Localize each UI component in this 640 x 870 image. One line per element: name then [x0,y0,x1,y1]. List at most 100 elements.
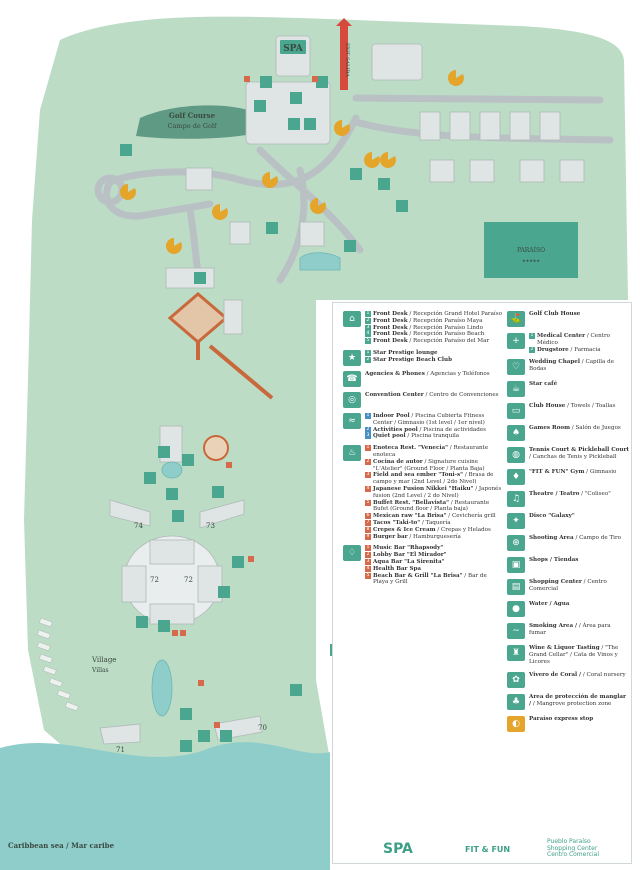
legend-title: Enoteca Rest. "Venecia" [373,445,449,452]
legend-title: Field and sea ember "Toni-s" [373,472,464,479]
legend-line: Area de protección de manglar / / Mangro… [529,694,629,708]
legend-entry: ●Water / Agua [507,601,629,618]
legend-entry: ▤Shopping Center / Centro Comercial [507,579,629,596]
legend-title: Vivero de Coral / [529,671,582,678]
village-villas [37,617,79,712]
legend-number-badge: 9 [365,533,371,540]
legend-title: Agencies & Phones [365,370,425,377]
hotel-sign-stars: ★★★★★ [522,258,540,263]
legend-line: Agencies & Phones / Agencias y Teléfonos [365,371,503,378]
legend-subtitle: / Área para fumar [529,623,611,637]
legend-title: Quiet pool [373,433,406,440]
legend-title: Beach Bar & Grill "La Brisa" [373,572,463,579]
building-number-72a: 72 [150,576,159,584]
legend-title: Lobby Bar "El Mirador" [373,552,447,559]
legend-subtitle: / Agencias y Teléfonos [424,370,490,377]
legend-entry: ☕Star café [507,381,629,398]
legend-title: Convention Center [365,391,424,398]
pueblo-brand: Pueblo Paraíso Shopping Center Centro Co… [547,838,599,858]
legend-line: "FIT & FUN" Gym / Gimnasio [529,469,629,476]
legend-number-badge: 3 [365,324,371,331]
legend-number-badge: 1 [365,412,371,419]
legend-subtitle: / Coral nursery [581,671,626,678]
legend-subtitle: / Japonés fusion (2nd Level / 2 do Nivel… [373,485,502,499]
legend-entry: ⛳Golf Club House [507,311,629,327]
legend-subtitle: / Restaurante enoteca [373,445,489,458]
legend-title: Health Bar Spa [373,565,422,572]
legend-entry: ♜Wine & Liquor Tasting / "The Grand Cell… [507,645,629,665]
legend-line: Wedding Chapel / Capilla de Bodas [529,359,629,373]
legend-subtitle: / "The Grand Cellar" / Cata de Vinos y L… [529,645,619,665]
map-restaurant-markers [172,76,318,728]
legend-number-badge: 1 [365,311,371,317]
legend-title: Disco "Galaxy" [529,513,575,520]
wine-icon: ♜ [507,645,525,662]
tennis-icon: ◍ [507,447,525,464]
legend-subtitle: / Centro Comercial [529,579,607,593]
legend-entry: ▭Club House / Towels / Toallas [507,403,629,420]
legend-number-badge: 7 [365,519,371,526]
legend-title: Cocina de autor [373,458,423,465]
legend-title: Crepes & Ice Cream [373,526,436,533]
legend-subtitle: / Gimnasio [584,469,617,476]
legend-line: Star café [529,381,629,388]
legend-line: Paraíso express stop [529,716,629,723]
hotel-sign-name: PARAÍSO [517,247,545,254]
pool-icon: ≈ [343,412,361,429]
legend-subtitle: / "Coliseo" [579,491,611,498]
legend-title: Tacos "Taki-to" [373,519,421,526]
medical-icon: + [507,333,525,349]
legend-title: Wedding Chapel [529,359,580,366]
hotel-sign [484,222,578,278]
legend-title: Buffet Rest. "Bellavista" [373,499,450,506]
building-number-72b: 72 [184,576,193,584]
shops-icon: ▣ [507,557,525,574]
legend-title: Burger bar [373,533,408,540]
village-label: Village [91,656,116,664]
chapel-icon: ♡ [507,359,525,376]
golf-club-icon: ⛳ [507,311,525,327]
legend-title: "FIT & FUN" Gym [529,469,585,476]
pools [151,252,341,717]
legend-line: Tennis Court & Pickleball Court / Cancha… [529,447,629,461]
legend-subtitle: / Restaurante Bufet (Ground floor / Plan… [373,499,490,513]
legend-title: Music Bar "Rhapsody" [373,545,444,552]
legend-entry: ◐ Paraíso express stop [507,715,629,732]
legend-subtitle: / Piscina de actividades [417,426,487,433]
legend-subtitle: / Crepas y Helados [435,526,491,533]
legend-entry: ♠Games Room / Salón de Juegos [507,425,629,442]
legend-entry: ▣Shops / Tiendas [507,557,629,574]
legend-subtitle: / Recepción Paraíso del Mar [407,338,490,345]
legend-title: Theatre / Teatro [529,491,580,498]
express-stops [119,69,464,254]
express-stop-icon: ◐ [507,715,525,732]
legend-title: Medical Center [537,333,586,339]
legend-entry: ✿Vivero de Coral / / Coral nursery [507,671,629,688]
legend-title: Front Desk [373,317,408,324]
legend-entry: ~Smoking Area / / Área para fumar [507,623,629,640]
legend-line: Games Room / Salón de Juegos [529,425,629,432]
legend-title: Water / Agua [529,601,570,608]
legend-number-badge: 4 [365,485,371,492]
legend-title: Front Desk [373,324,408,331]
top-buildings [185,35,585,247]
legend-subtitle: / Towels / Toallas [565,403,616,410]
legend-entry: ♡ Wedding Chapel / Capilla de Bodas [507,359,629,376]
shooting-icon: ⊕ [507,535,525,552]
legend-title: Games Room [529,425,571,432]
legend-title: Front Desk [373,331,408,338]
legend-number-badge: 5 [365,572,371,579]
towel-icon: ▭ [507,403,525,420]
legend-number-badge: 6 [365,513,371,520]
fit-fun-brand: FIT & FUN [465,845,511,854]
